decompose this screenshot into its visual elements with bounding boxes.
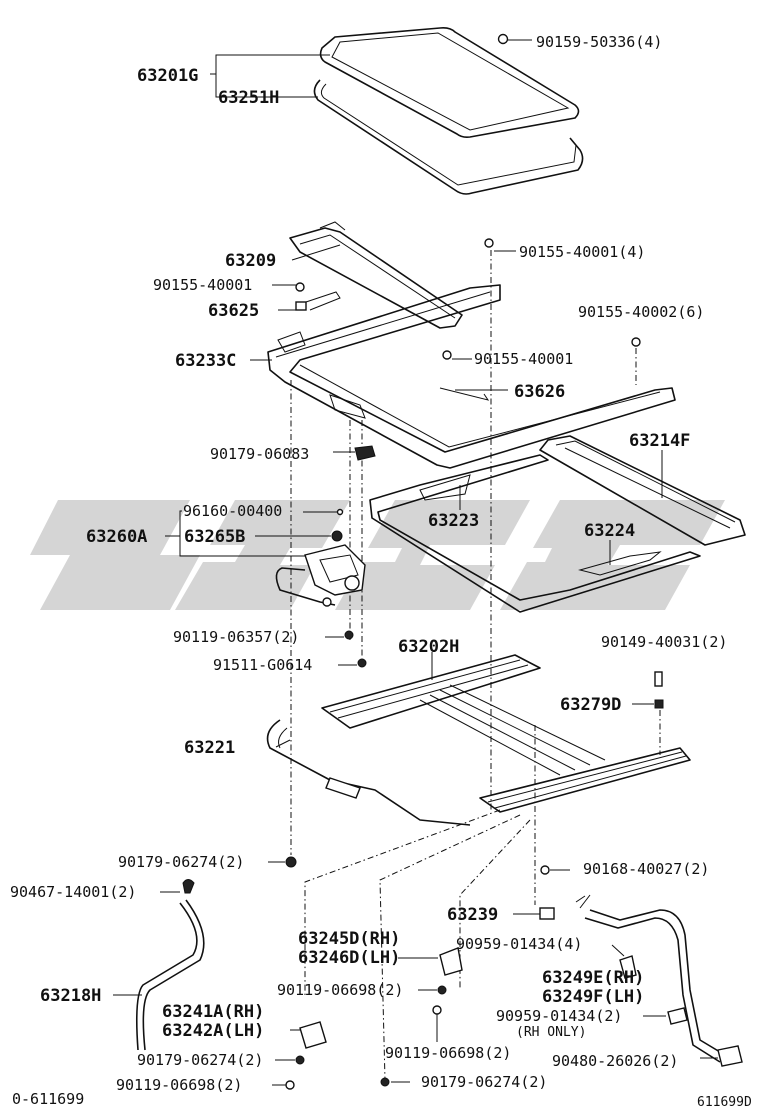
label-63221: 63221 [184,738,235,758]
label-90159-50336: 90159-50336(4) [536,33,662,51]
screw-icon [497,33,509,45]
label-90959-01434-4: 90959-01434(4) [456,935,582,953]
bracket-63239 [539,907,555,920]
label-90959-01434-2: 90959-01434(2) [496,1007,622,1025]
screw-icon [344,630,354,640]
label-90149-40031: 90149-40031(2) [601,633,727,651]
glass-assembly [210,27,584,195]
screw-icon [295,282,305,292]
sunshade-63214F [539,435,746,546]
label-63201G: 63201G [137,66,198,86]
label-90467-14001: 90467-14001(2) [10,883,136,901]
label-90155-40001-a: 90155-40001 [153,276,252,294]
label-90168-40027: 90168-40027(2) [583,860,709,878]
label-96160-00400: 96160-00400 [183,502,282,520]
screw-icon [540,865,550,875]
label-63224: 63224 [584,521,635,541]
label-63233C: 63233C [175,351,236,371]
label-63242A: 63242A(LH) [162,1021,264,1041]
watermark-logo [30,500,725,610]
label-63249E: 63249E(RH) [542,968,644,988]
label-63279D: 63279D [560,695,621,715]
bracket-63625 [295,301,307,311]
fastener-group-upper [272,238,641,855]
label-90119-06698-a: 90119-06698(2) [277,981,403,999]
lower-drainage-group [113,809,743,1090]
footer-right-code: 611699D [697,1095,752,1110]
drain-hose-63221 [266,719,471,826]
frame-63209 [289,221,463,329]
label-63202H: 63202H [398,637,459,657]
label-90119-06698-c: 90119-06698(2) [116,1076,242,1094]
label-63251H: 63251H [218,88,279,108]
rail-screws [632,671,664,709]
label-63239: 63239 [447,905,498,925]
label-63626: 63626 [514,382,565,402]
label-63245D: 63245D(RH) [298,929,400,949]
label-90119-06357: 90119-06357(2) [173,628,299,646]
label-63265B: 63265B [184,527,245,547]
label-90155-40001-4: 90155-40001(4) [519,243,645,261]
bracket-90179-06083 [354,445,376,461]
label-63260A: 63260A [86,527,147,547]
label-63214F: 63214F [629,431,690,451]
housing-63233C [250,284,676,469]
label-90119-06698-b: 90119-06698(2) [385,1044,511,1062]
label-63625: 63625 [208,301,259,321]
callout-labels: 63201G 63251H 90159-50336(4) 63209 90155… [10,33,752,1110]
label-90179-06274-b: 90179-06274(2) [137,1051,263,1069]
label-90155-40001-b: 90155-40001 [474,350,573,368]
label-90480-26026: 90480-26026(2) [552,1052,678,1070]
label-63246D: 63246D(LH) [298,948,400,968]
screw-icon [442,350,452,360]
label-90179-06274-c: 90179-06274(2) [421,1073,547,1091]
label-90179-06083: 90179-06083 [210,445,309,463]
motor-assembly [165,445,376,668]
screw-icon [357,658,367,668]
screw-icon [484,238,494,248]
drive-cable-frame [369,454,701,613]
screw-icon [631,337,641,347]
label-63209: 63209 [225,251,276,271]
label-90179-06274-a: 90179-06274(2) [118,853,244,871]
label-63249F: 63249F(LH) [542,987,644,1007]
label-rh-only: (RH ONLY) [516,1025,586,1040]
label-91511-G0614: 91511-G0614 [213,656,312,674]
rail-63202H [321,652,691,905]
clip-icon [182,879,195,894]
label-90155-40002: 90155-40002(6) [578,303,704,321]
label-63223: 63223 [428,511,479,531]
footer-left-code: 0-611699 [12,1090,84,1108]
label-63218H: 63218H [40,986,101,1006]
label-63241A: 63241A(RH) [162,1002,264,1022]
